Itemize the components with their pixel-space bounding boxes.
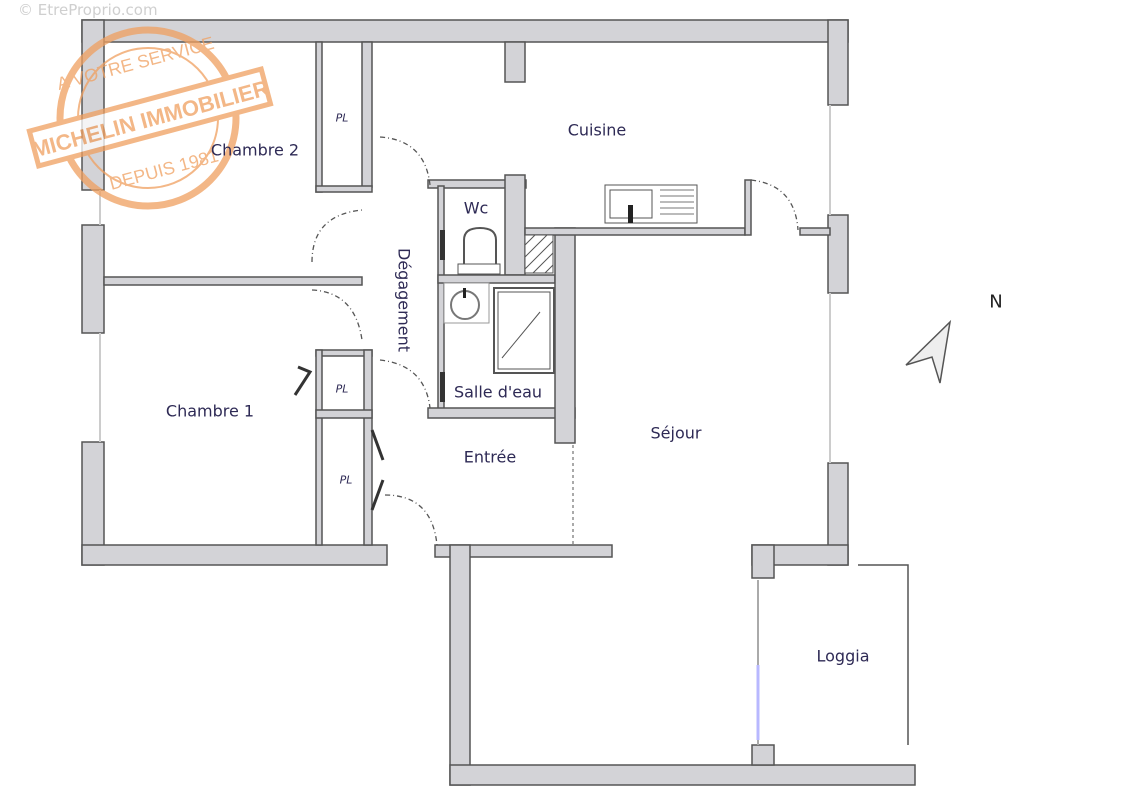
wall-bottom-left [81, 544, 388, 566]
wall-ch2-pl [315, 41, 323, 193]
room-label-salle-eau: Salle d'eau [453, 382, 543, 402]
wall-sejour-left [449, 544, 471, 786]
room-label-wc: Wc [463, 198, 489, 218]
wall-loggia-corner [751, 744, 775, 766]
door-entry [384, 494, 438, 546]
room-label-entree: Entrée [463, 447, 517, 467]
stamp-logo: MICHELIN IMMOBILIER A VOTRE SERVICE DEPU… [26, 26, 274, 210]
room-label-pl: PL [335, 382, 349, 396]
north-label: N [989, 291, 1003, 313]
wall-right-1 [827, 19, 849, 106]
loggia-railing [858, 564, 909, 745]
wall-kitchen-stub [744, 179, 752, 236]
wall-kitchen-counter [524, 227, 746, 236]
wall-entry-bottom [434, 544, 613, 558]
room-label-cuisine: Cuisine [567, 120, 627, 140]
watermark: © EtreProprio.com [18, 1, 158, 19]
wall-pl-left [315, 349, 323, 546]
wall-wc-top [427, 179, 527, 189]
wall-bedrooms [103, 276, 363, 286]
wall-pl-bottom [315, 185, 373, 193]
room-label-pl: PL [335, 111, 349, 125]
north-arrow-icon [905, 319, 952, 384]
door-kitchen [379, 136, 431, 186]
wall-pl-right2 [363, 349, 373, 546]
wall-wc-bath [437, 274, 556, 284]
room-label-chambre2: Chambre 2 [210, 140, 300, 160]
room-label-pl: PL [339, 473, 353, 487]
wall-left-2 [81, 224, 105, 334]
wall-pl-mid [315, 409, 373, 419]
wall-wc-right [504, 174, 526, 276]
door-wc [379, 359, 431, 409]
door-chambre2 [311, 209, 363, 263]
wall-kitchen-right [799, 227, 831, 236]
shower [493, 287, 555, 374]
wall-notch [504, 41, 526, 83]
wall-sejour-entry [554, 227, 576, 444]
wall-sejour-bottom [449, 764, 916, 786]
room-label-sejour: Séjour [650, 423, 702, 443]
wall-right-2 [827, 214, 849, 294]
wall-pl-right [361, 41, 373, 188]
room-label-loggia: Loggia [816, 646, 870, 666]
toilet [463, 226, 497, 268]
room-label-chambre1: Chambre 1 [165, 401, 255, 421]
door-kitchen-2 [750, 179, 799, 231]
wall-bath-bottom [427, 407, 576, 419]
room-label-degagement: Dégagement [394, 248, 414, 352]
wall-step-2 [751, 544, 775, 579]
door-chambre1 [311, 289, 363, 341]
